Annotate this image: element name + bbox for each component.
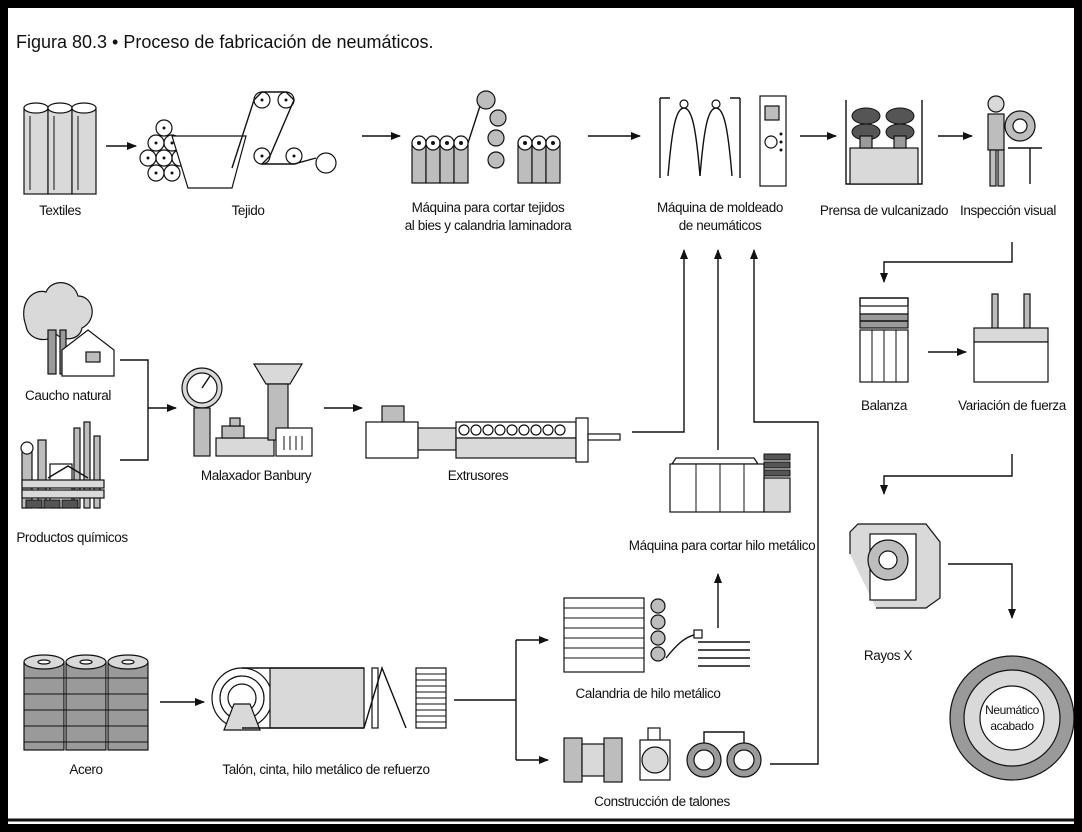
label-caucho: Caucho natural bbox=[25, 388, 111, 403]
label-cortar-hilo: Máquina para cortar hilo metálico bbox=[629, 538, 815, 553]
label-banbury: Malaxador Banbury bbox=[201, 468, 312, 483]
force-variation-icon bbox=[973, 293, 1049, 383]
fabric-cutter-icon bbox=[411, 90, 561, 184]
wire-cutter-icon bbox=[669, 453, 791, 513]
banbury-mixer-icon bbox=[181, 363, 313, 457]
label-textiles: Textiles bbox=[39, 203, 81, 218]
wire-calender-icon bbox=[563, 597, 750, 673]
process-diagram: Figura 80.3 • Proceso de fabricación de … bbox=[8, 32, 1074, 822]
label-neumatico-2: acabado bbox=[990, 719, 1034, 733]
arrow-extrusores-moldeado bbox=[632, 249, 688, 433]
label-variacion: Variación de fuerza bbox=[958, 398, 1067, 413]
label-calandria-hilo: Calandria de hilo metálico bbox=[576, 686, 721, 701]
rubber-tree-icon bbox=[23, 282, 115, 377]
label-cortar-tejidos-1: Máquina para cortar tejidos bbox=[412, 200, 565, 215]
steel-coils-icon bbox=[23, 654, 149, 751]
label-vulcanizado: Prensa de vulcanizado bbox=[820, 203, 948, 218]
label-moldeado-2: de neumáticos bbox=[679, 218, 762, 233]
figure-canvas: Figura 80.3 • Proceso de fabricación de … bbox=[8, 8, 1074, 824]
label-quimicos: Productos químicos bbox=[16, 530, 128, 545]
xray-icon bbox=[849, 523, 941, 609]
arrow-inspeccion-balanza bbox=[880, 242, 1013, 283]
label-cortar-tejidos-2: al bies y calandria laminadora bbox=[405, 218, 572, 233]
finished-tire-icon bbox=[949, 655, 1074, 781]
label-acero: Acero bbox=[69, 762, 102, 777]
textiles-icon bbox=[23, 102, 97, 195]
label-moldeado-1: Máquina de moldeado bbox=[657, 200, 783, 215]
extruder-icon bbox=[365, 405, 621, 463]
merge-bracket bbox=[120, 359, 149, 461]
tejido-icon bbox=[139, 91, 337, 189]
arrow-variacion-rayosx bbox=[880, 454, 1013, 495]
chemical-plant-icon bbox=[20, 421, 105, 509]
label-balanza: Balanza bbox=[861, 398, 908, 413]
label-construccion: Construcción de talones bbox=[594, 794, 730, 809]
balancer-icon bbox=[859, 297, 909, 383]
bead-wire-icon bbox=[211, 665, 447, 731]
figure-caption: Figura 80.3 • Proceso de fabricación de … bbox=[16, 32, 434, 52]
arrow-rayosx-neumatico bbox=[948, 563, 1016, 619]
label-rayos-x: Rayos X bbox=[864, 648, 913, 663]
label-tejido: Tejido bbox=[232, 203, 265, 218]
label-neumatico-1: Neumático bbox=[985, 703, 1039, 717]
label-extrusores: Extrusores bbox=[448, 468, 509, 483]
label-talon: Talón, cinta, hilo metálico de refuerzo bbox=[222, 762, 429, 777]
bead-builder-icon bbox=[563, 727, 762, 783]
inspector-icon bbox=[987, 95, 1042, 187]
curing-press-icon bbox=[845, 100, 923, 185]
label-inspeccion: Inspección visual bbox=[960, 203, 1056, 218]
tire-builder-icon bbox=[659, 95, 787, 187]
arrow-construccion-moldeado bbox=[750, 249, 819, 765]
